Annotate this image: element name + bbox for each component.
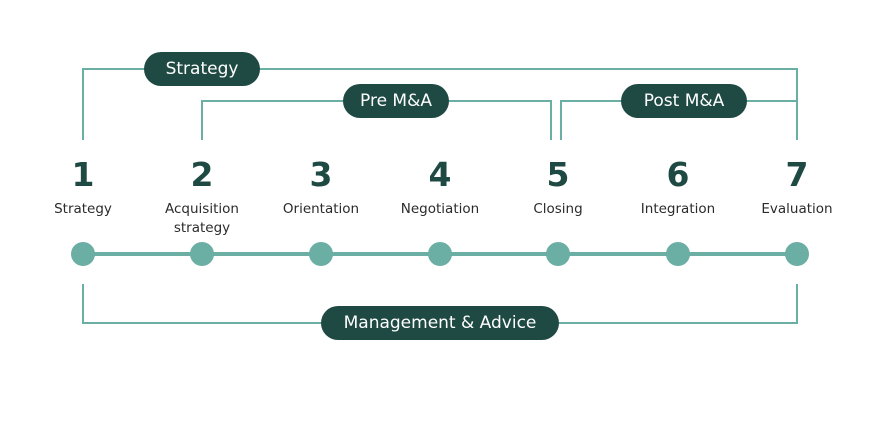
strategy-bracket bbox=[82, 68, 798, 140]
step-dot-6 bbox=[666, 242, 690, 266]
step-number-2: 2 bbox=[190, 155, 214, 194]
step-label-3: Orientation bbox=[282, 201, 360, 217]
step-number-7: 7 bbox=[785, 155, 809, 194]
step-label-7: Evaluation bbox=[761, 201, 833, 217]
step-number-5: 5 bbox=[546, 155, 570, 194]
step-dot-2 bbox=[190, 242, 214, 266]
step-dot-4 bbox=[428, 242, 452, 266]
step-dot-5 bbox=[546, 242, 570, 266]
step-dot-1 bbox=[71, 242, 95, 266]
step-number-4: 4 bbox=[428, 155, 452, 194]
step-label-2: Acquisition strategy bbox=[165, 201, 239, 236]
step-label-5: Closing bbox=[533, 201, 583, 217]
step-number-1: 1 bbox=[71, 155, 95, 194]
step-label-4: Negotiation bbox=[400, 201, 480, 217]
step-number-3: 3 bbox=[309, 155, 333, 194]
step-dot-3 bbox=[309, 242, 333, 266]
step-number-6: 6 bbox=[666, 155, 690, 194]
management-phase-pill: Management & Advice bbox=[321, 306, 559, 340]
pre-ma-phase-pill: Pre M&A bbox=[343, 84, 449, 118]
strategy-phase-pill: Strategy bbox=[144, 52, 260, 86]
post-ma-phase-pill: Post M&A bbox=[621, 84, 747, 118]
step-label-6: Integration bbox=[640, 201, 716, 217]
step-label-1: Strategy bbox=[54, 201, 112, 217]
step-dot-7 bbox=[785, 242, 809, 266]
